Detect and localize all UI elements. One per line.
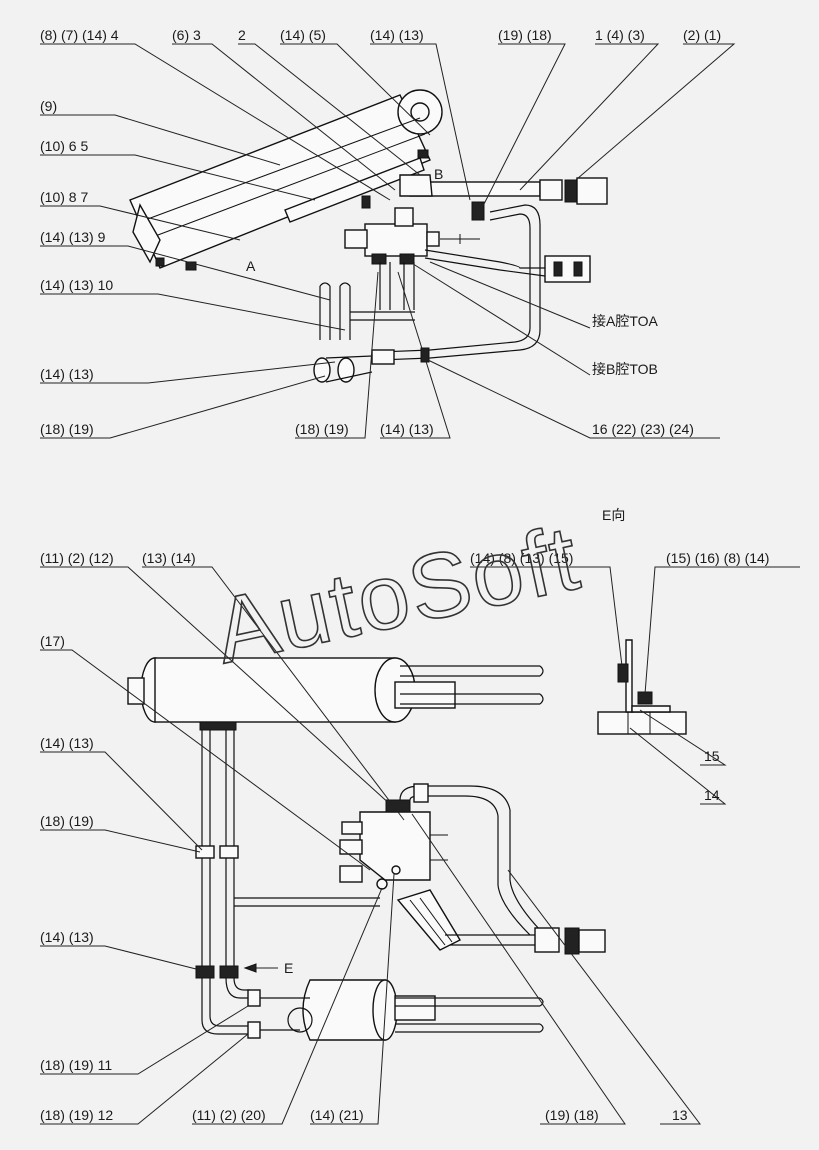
callout-14-13-left: (14) (13): [40, 366, 94, 382]
callout-18-19-11: (18) (19) 11: [40, 1057, 112, 1073]
control-valve-top: [344, 207, 480, 265]
callout-18-19-mid: (18) (19): [295, 421, 349, 437]
callout-11-2-20: (11) (2) (20): [192, 1107, 266, 1123]
callout-18-19-12: (18) (19) 12: [40, 1107, 113, 1123]
callout-9: (9): [40, 98, 57, 114]
direction-arrow-e: E: [243, 960, 293, 976]
callout-14-13-9: (14) (13) 9: [40, 229, 106, 245]
callout-2: 2: [238, 27, 246, 43]
callout-18-19-left: (18) (19): [40, 421, 94, 437]
callout-19-18-top: (19) (18): [498, 27, 552, 43]
callout-14-13-mid: (14) (13): [380, 421, 434, 437]
bottom-assembly: E E向: [40, 507, 800, 1125]
callout-8-7-14-4: (8) (7) (14) 4: [40, 27, 119, 43]
callout-6-3: (6) 3: [172, 27, 201, 43]
callout-18-19-b1: (18) (19): [40, 813, 94, 829]
callout-1-4-3: 1 (4) (3): [595, 27, 645, 43]
callout-2-1: (2) (1): [683, 27, 721, 43]
hydraulic-cylinder-top: [129, 89, 443, 271]
vertical-pipes: [195, 721, 380, 1039]
point-label-a: A: [246, 258, 256, 274]
callout-17: (17): [40, 633, 65, 649]
piping-top: [313, 204, 591, 383]
e-view-title: E向: [602, 507, 625, 523]
rod-assembly-top: [399, 174, 608, 221]
callout-13-14: (13) (14): [142, 550, 196, 566]
callout-14-21: (14) (21): [310, 1107, 364, 1123]
callout-14-13-b2: (14) (13): [40, 929, 94, 945]
arrow-label-e: E: [284, 960, 293, 976]
point-label-b: B: [434, 166, 443, 182]
e-view-detail: E向: [597, 507, 687, 735]
callout-10-8-7: (10) 8 7: [40, 189, 88, 205]
callout-15: 15: [704, 748, 720, 764]
callout-15-16-8-14: (15) (16) (8) (14): [666, 550, 769, 566]
callout-10-6-5: (10) 6 5: [40, 138, 88, 154]
top-assembly: A B (8) (7) (14) 4 (6) 3 2 (14) (5) (14)…: [40, 27, 736, 439]
callout-14-13-b1: (14) (13): [40, 735, 94, 751]
leader-lines-top: [40, 43, 736, 439]
callout-14: 14: [704, 787, 720, 803]
watermark-logo: AutoSoft: [206, 507, 588, 683]
callout-16-22-23-24: 16 (22) (23) (24): [592, 421, 694, 437]
callout-connect-a-port: 接A腔TOA: [592, 313, 659, 329]
callout-19-18-b: (19) (18): [545, 1107, 599, 1123]
callout-connect-b-port: 接B腔TOB: [592, 361, 658, 377]
callout-13: 13: [672, 1107, 688, 1123]
control-valve-bottom: [339, 799, 461, 951]
piping-bottom: [399, 783, 606, 955]
callout-14-8-13-15: (14) (8) (13) (15): [470, 550, 573, 566]
hydraulic-cylinder-upper: [127, 657, 544, 723]
hydraulic-cylinder-lower: [260, 979, 544, 1041]
callout-14-13-top: (14) (13): [370, 27, 424, 43]
callout-14-5: (14) (5): [280, 27, 326, 43]
callout-11-2-12: (11) (2) (12): [40, 550, 114, 566]
callout-14-13-10: (14) (13) 10: [40, 277, 113, 293]
leader-lines-bottom: [40, 566, 800, 1125]
